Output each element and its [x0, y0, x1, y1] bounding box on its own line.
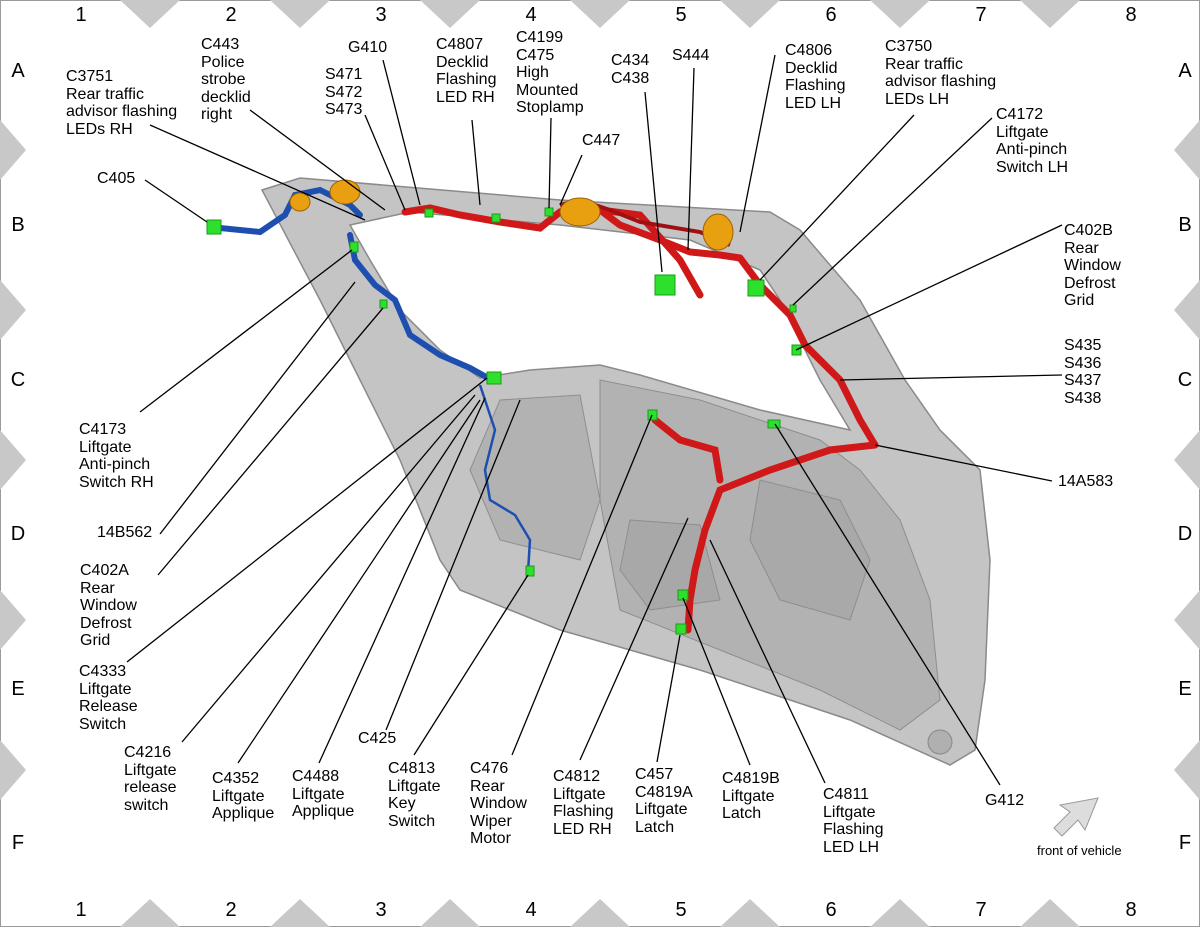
grid-column-4: 4	[525, 4, 537, 26]
label-c4813: C4813 Liftgate Key Switch	[388, 760, 441, 830]
grid-row-c: C	[10, 369, 26, 391]
label-c4172: C4172 Liftgate Anti-pinch Switch LH	[996, 106, 1069, 176]
label-g410: G410	[348, 39, 388, 56]
grid-column-8: 8	[1125, 4, 1137, 26]
label-c4812: C4812 Liftgate Flashing LED RH	[553, 768, 614, 838]
grid-row-e: E	[11, 678, 25, 700]
grid-column-6: 6	[825, 4, 837, 26]
label-s471: S471 S472 S473	[325, 66, 363, 118]
label-s435: S435 S436 S437 S438	[1064, 337, 1102, 407]
label-c447: C447	[582, 132, 621, 149]
label-c457: C457 C4819A Liftgate Latch	[635, 766, 693, 836]
label-c4352: C4352 Liftgate Applique	[212, 770, 275, 822]
front-arrow-icon	[1053, 797, 1099, 837]
label-14b562: 14B562	[97, 524, 153, 541]
label-c4806: C4806 Decklid Flashing LED LH	[785, 42, 846, 112]
connectors	[206, 207, 802, 635]
grid-row-f-right: F	[1178, 832, 1192, 854]
grid-column-8-bottom: 8	[1125, 899, 1137, 921]
grid-row-e-right: E	[1178, 678, 1192, 700]
gate-bumper	[927, 729, 953, 755]
label-14a583: 14A583	[1058, 473, 1114, 490]
label-c3750: C3750 Rear traffic advisor flashing LEDs…	[885, 38, 997, 108]
label-c3751: C3751 Rear traffic advisor flashing LEDs…	[66, 68, 178, 138]
label-c443: C443 Police strobe decklid right	[201, 36, 251, 123]
label-c4811: C4811 Liftgate Flashing LED LH	[823, 786, 884, 856]
label-c4488: C4488 Liftgate Applique	[292, 768, 355, 820]
label-c4199: C4199 C475 High Mounted Stoplamp	[516, 29, 584, 116]
grid-column-7-bottom: 7	[975, 899, 987, 921]
inner-panel-features	[469, 379, 941, 731]
grid-row-b: B	[11, 214, 25, 236]
label-c4819b: C4819B Liftgate Latch	[722, 770, 780, 822]
grid-column-6-bottom: 6	[825, 899, 837, 921]
label-c402b: C402B Rear Window Defrost Grid	[1064, 222, 1121, 309]
grid-row-a-right: A	[1178, 60, 1192, 82]
label-c4173: C4173 Liftgate Anti-pinch Switch RH	[79, 421, 154, 491]
grid-column-1: 1	[75, 4, 87, 26]
label-g412: G412	[985, 792, 1025, 809]
label-c425: C425	[358, 730, 397, 747]
grid-row-d-right: D	[1177, 523, 1193, 545]
grid-column-3: 3	[375, 4, 387, 26]
grid-column-5: 5	[675, 4, 687, 26]
grid-column-2-bottom: 2	[225, 899, 237, 921]
grid-column-1-bottom: 1	[75, 899, 87, 921]
label-c4807: C4807 Decklid Flashing LED RH	[436, 36, 497, 106]
blue-branch	[478, 384, 532, 573]
grid-column-3-bottom: 3	[375, 899, 387, 921]
grid-row-f: F	[11, 832, 25, 854]
label-c405: C405	[97, 170, 136, 187]
label-c4333: C4333 Liftgate Release Switch	[79, 663, 138, 733]
lamp-housings	[289, 179, 734, 251]
grid-column-4-bottom: 4	[525, 899, 537, 921]
label-c4216: C4216 Liftgate release switch	[124, 744, 177, 814]
window-opening	[348, 211, 852, 432]
label-c434: C434 C438	[611, 52, 650, 87]
label-c476: C476 Rear Window Wiper Motor	[470, 760, 527, 847]
label-c402a: C402A Rear Window Defrost Grid	[80, 562, 137, 649]
label-s444: S444	[672, 47, 710, 64]
front-of-vehicle-note: front of vehicle	[1037, 843, 1122, 858]
grid-column-2: 2	[225, 4, 237, 26]
grid-column-5-bottom: 5	[675, 899, 687, 921]
grid-row-d: D	[10, 523, 26, 545]
grid-column-7: 7	[975, 4, 987, 26]
leader-lines	[126, 54, 1063, 786]
grid-row-a: A	[11, 60, 25, 82]
grid-row-c-right: C	[1177, 369, 1193, 391]
grid-row-b-right: B	[1178, 214, 1192, 236]
